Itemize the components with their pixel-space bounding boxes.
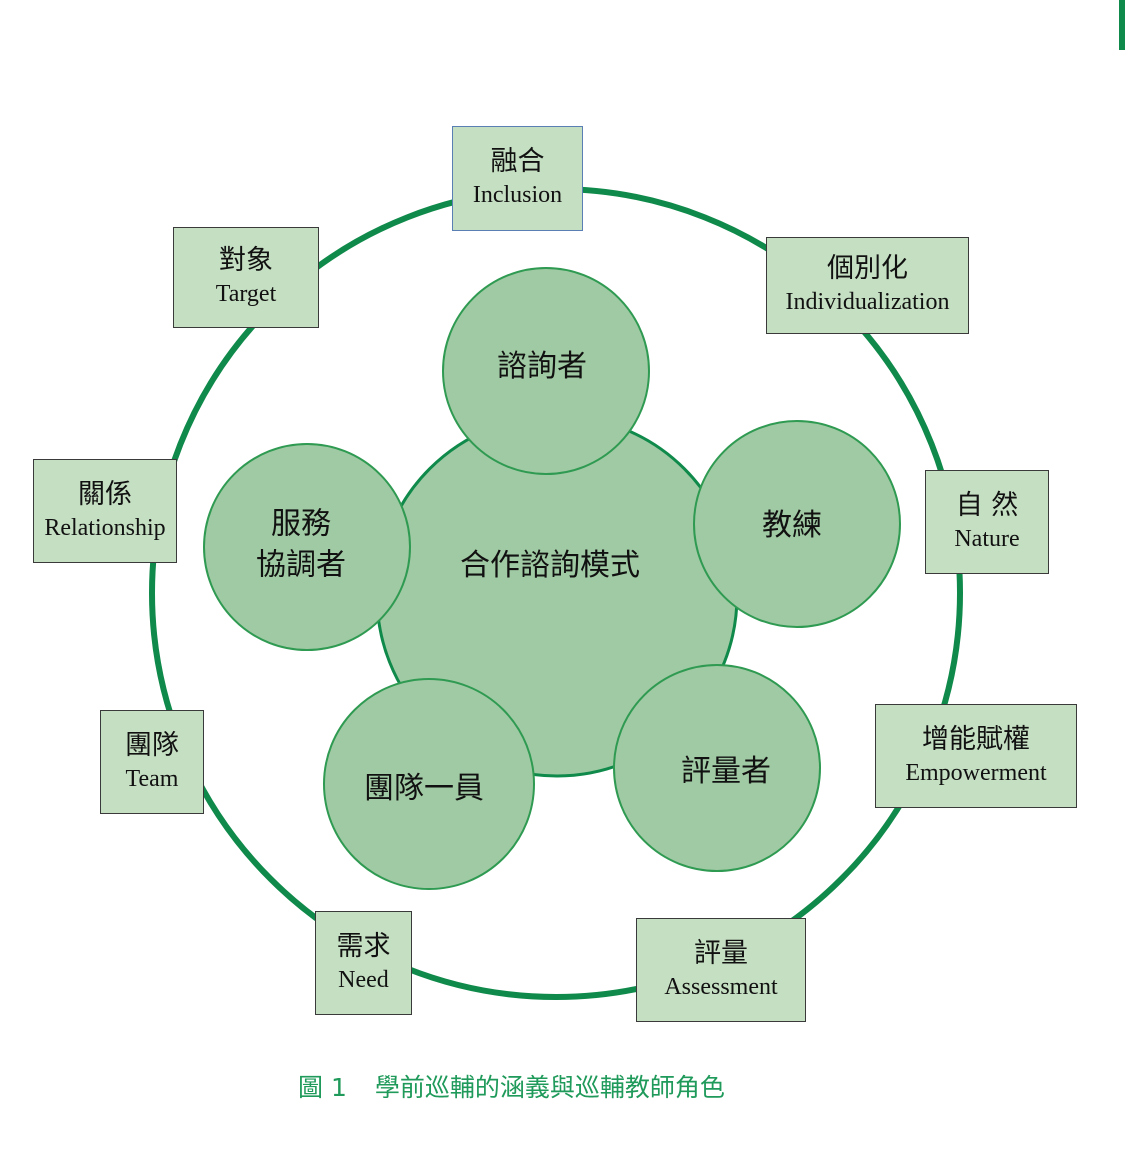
meaning-en: Target — [215, 281, 277, 308]
meaning-en: Nature — [954, 525, 1020, 552]
meaning-zh: 關係 — [78, 478, 132, 510]
role-label-coordinator-line2: 協調者 — [256, 547, 346, 582]
meaning-zh: 融合 — [490, 146, 545, 178]
meaning-box-nature: 自 然 Nature — [925, 470, 1049, 574]
meaning-zh: 評量 — [694, 937, 748, 969]
figure-title: 學前巡輔的涵義與巡輔教師角色 — [374, 1073, 725, 1102]
meaning-en: Assessment — [664, 973, 778, 1000]
role-label-team-member: 團隊一員 — [364, 770, 484, 806]
meaning-zh: 對象 — [219, 245, 273, 277]
role-label-coach: 教練 — [762, 507, 822, 543]
figure-number: 圖 1 — [298, 1073, 347, 1102]
meaning-box-individualization: 個別化 Individualization — [766, 237, 969, 334]
meaning-en: Inclusion — [472, 182, 563, 209]
role-circle-assessor — [613, 664, 821, 872]
meaning-box-empowerment: 增能賦權 Empowerment — [875, 704, 1077, 808]
page-edge-marker — [1119, 0, 1125, 50]
role-label-consultant: 諮詢者 — [497, 348, 587, 384]
meaning-en: Need — [338, 966, 389, 993]
meaning-en: Empowerment — [905, 759, 1047, 786]
role-label-coordinator-line1: 服務 — [271, 506, 331, 542]
role-circle-consultant — [442, 267, 650, 475]
meaning-en: Relationship — [44, 514, 166, 541]
meaning-zh: 團隊 — [125, 729, 179, 761]
meaning-zh: 自 然 — [955, 489, 1019, 521]
role-circle-coach — [693, 420, 901, 628]
figure-caption: 圖 1 學前巡輔的涵義與巡輔教師角色 — [298, 1068, 753, 1104]
meaning-box-inclusion: 融合 Inclusion — [452, 126, 583, 231]
meaning-zh: 個別化 — [827, 253, 908, 285]
meaning-box-need: 需求 Need — [315, 911, 412, 1015]
meaning-zh: 增能賦權 — [922, 723, 1030, 755]
center-label: 合作諮詢模式 — [460, 547, 640, 583]
meaning-box-target: 對象 Target — [173, 227, 319, 328]
meaning-en: Individualization — [785, 289, 950, 316]
role-circle-coordinator — [203, 443, 411, 651]
meaning-box-relationship: 關係 Relationship — [33, 459, 177, 563]
meaning-en: Team — [125, 765, 179, 792]
role-circle-team-member — [323, 678, 535, 890]
meaning-box-assessment: 評量 Assessment — [636, 918, 806, 1022]
role-label-assessor: 評量者 — [681, 753, 771, 789]
role-label-coordinator: 服務 協調者 — [256, 505, 346, 586]
meaning-zh: 需求 — [336, 930, 391, 962]
meaning-box-team: 團隊 Team — [100, 710, 204, 814]
